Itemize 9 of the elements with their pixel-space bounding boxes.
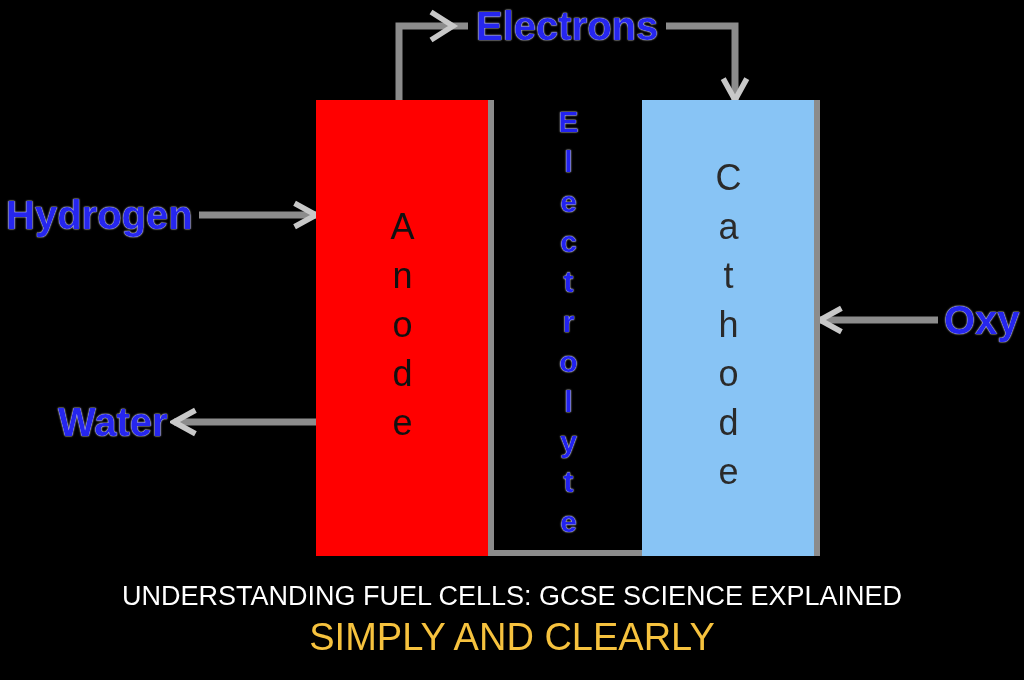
electrolyte-label: Electrolyte — [553, 105, 583, 545]
product-label: Water — [58, 400, 168, 444]
reactant-label: Oxy — [944, 298, 1020, 342]
electrode-label: Anode — [384, 205, 420, 451]
electrode-label: Cathode — [710, 156, 746, 500]
electrode-plate — [642, 100, 820, 556]
reactant-label: Hydrogen — [6, 193, 193, 237]
electrode-plate — [316, 100, 494, 556]
title: UNDERSTANDING FUEL CELLS: GCSE SCIENCE EXPLAINED SIMPLY AND CLEARLY — [120, 580, 904, 660]
